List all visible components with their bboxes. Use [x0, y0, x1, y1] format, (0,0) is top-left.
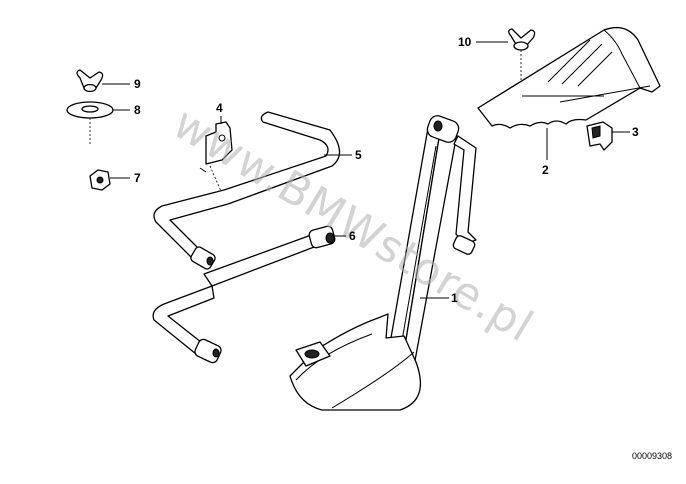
tow-rod-part-5[interactable] — [153, 111, 341, 270]
wing-nut-part-9[interactable] — [76, 69, 104, 93]
callout-label: 6 — [349, 229, 356, 243]
reference-code: 00009308 — [632, 451, 672, 461]
jack-tray-part-2[interactable] — [477, 26, 661, 129]
callout-label: 7 — [134, 171, 141, 185]
clip-part-3[interactable] — [586, 121, 613, 151]
bracket-part-4[interactable] — [199, 121, 233, 199]
callout-label: 9 — [134, 77, 141, 91]
washer-part-8[interactable] — [66, 101, 114, 146]
lug-wrench-part-6[interactable] — [152, 225, 336, 364]
callout-9[interactable]: 9 — [102, 77, 141, 91]
callout-4[interactable]: 4 — [216, 101, 223, 124]
car-jack-part-1[interactable] — [289, 114, 477, 411]
callout-label: 8 — [134, 103, 141, 117]
callout-label: 4 — [216, 101, 223, 115]
watermark: www.BMWstore.pl — [164, 98, 542, 353]
callout-5[interactable]: 5 — [324, 148, 362, 162]
callout-1[interactable]: 1 — [420, 291, 458, 305]
callout-label: 10 — [458, 35, 472, 49]
callout-7[interactable]: 7 — [110, 171, 141, 185]
wing-nut-part-10[interactable] — [508, 28, 536, 108]
callout-label: 3 — [632, 125, 639, 139]
callout-label: 5 — [355, 148, 362, 162]
clip-nut-part-7[interactable] — [89, 169, 111, 191]
callout-label: 2 — [542, 163, 549, 177]
callout-8[interactable]: 8 — [113, 103, 141, 117]
callout-10[interactable]: 10 — [458, 35, 508, 49]
callout-3[interactable]: 3 — [612, 125, 639, 139]
callout-2[interactable]: 2 — [542, 128, 549, 177]
callout-6[interactable]: 6 — [334, 229, 356, 243]
callout-label: 1 — [451, 291, 458, 305]
